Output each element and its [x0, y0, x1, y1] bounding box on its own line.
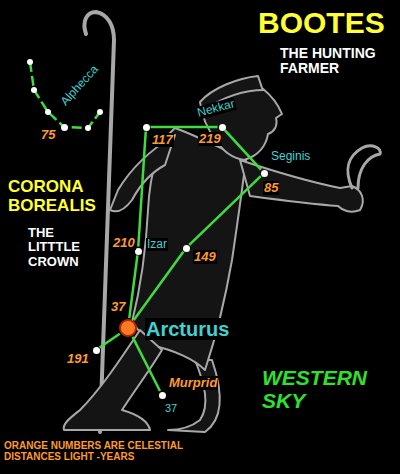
distance-number: 117: [151, 133, 174, 147]
star-dot: [159, 392, 166, 399]
leg-back: [168, 360, 220, 432]
constellation-line: [133, 337, 160, 391]
constellation-name: CORONA BOREALIS: [8, 178, 112, 215]
star-dot: [159, 392, 166, 399]
constellation-line: [100, 334, 120, 348]
sickle: [348, 146, 380, 188]
star-name: 37: [164, 402, 178, 414]
note: ORANGE NUMBERS ARE CELESTIAL DISTANCES L…: [4, 440, 236, 462]
star-node: Izar210: [135, 248, 142, 255]
star-dot: [261, 170, 268, 177]
distance-number: 219: [198, 132, 222, 146]
constellation-line: [138, 131, 145, 246]
distance-number: 37: [110, 300, 126, 314]
star-dot: [61, 124, 68, 131]
star-node: Seginis85: [261, 170, 268, 177]
constellation-line: [151, 126, 218, 129]
distance-number: 191: [66, 352, 90, 366]
star-name: Izar: [146, 238, 168, 251]
star-node: 117: [143, 124, 150, 131]
star-name: Arcturus: [145, 318, 230, 340]
star-dot: [219, 124, 226, 131]
constellation-line: [189, 176, 261, 245]
star-dot: [143, 124, 150, 131]
star-dot: [261, 170, 268, 177]
distance-number: 85: [263, 181, 279, 195]
leg-front: [64, 330, 162, 430]
distance-number: 75: [40, 128, 56, 142]
constellation-line: [225, 130, 261, 169]
star-name: Alphecca: [58, 62, 102, 109]
title: BOOTES: [258, 6, 385, 39]
constellation-line: [134, 252, 183, 320]
star-node: 191: [93, 347, 100, 354]
star-dot: [183, 245, 190, 252]
star-node: Nekkar219: [219, 124, 226, 131]
star-name: Nekkar: [195, 97, 237, 120]
subtitle: THE HUNTING FARMER: [280, 46, 392, 77]
constellation-subtitle: THE LITTTLE CROWN: [28, 226, 94, 269]
star-node: 149: [183, 245, 190, 252]
star-dot: [143, 124, 150, 131]
distance-number: 210: [112, 236, 136, 250]
corona-stars: [27, 59, 103, 131]
star-dot: [93, 347, 100, 354]
sky-direction: WESTERN SKY: [262, 366, 386, 412]
star-dot: [120, 320, 136, 336]
star-dot: [119, 319, 137, 337]
star-node: Arcturus37: [119, 319, 137, 337]
distance-number: 149: [193, 250, 217, 264]
star-dot: [93, 347, 100, 354]
distance-number: Murprid: [168, 376, 218, 390]
star-node: Murprid37: [159, 392, 166, 399]
star-dot: [183, 245, 190, 252]
star-dot: [219, 124, 226, 131]
star-dot: [61, 124, 68, 131]
constellation-line: [129, 255, 137, 318]
star-name: Seginis: [270, 150, 311, 163]
star-node: Alphecca75: [61, 124, 68, 131]
